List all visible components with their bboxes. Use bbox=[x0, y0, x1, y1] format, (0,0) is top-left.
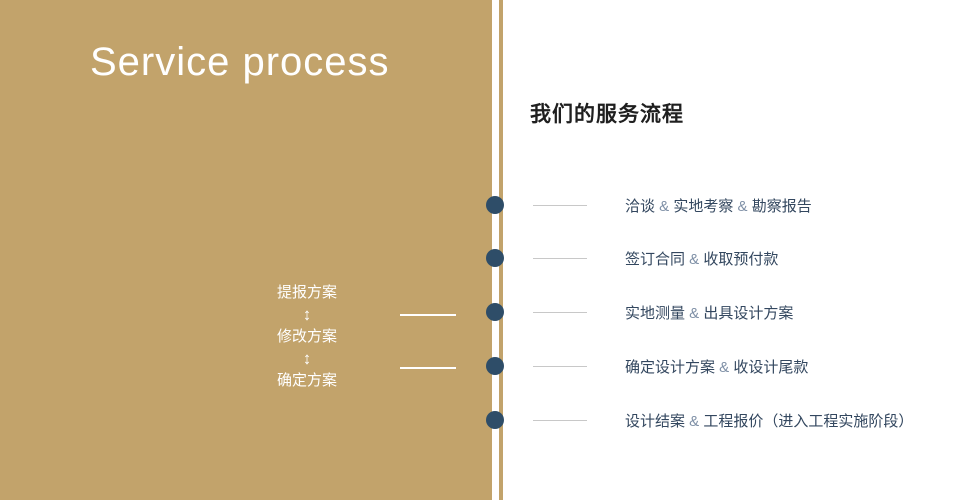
flow-step-1: 提报方案 bbox=[276, 284, 337, 301]
amp-separator: & bbox=[733, 197, 752, 215]
flow-step-2: 修改方案 bbox=[276, 328, 337, 345]
step-connector-line bbox=[533, 257, 587, 259]
arrow-updown-icon: ↕ bbox=[302, 305, 312, 324]
section-title: 我们的服务流程 bbox=[530, 103, 684, 126]
connector-line-bottom bbox=[400, 367, 456, 369]
flow-step-3: 确定方案 bbox=[276, 372, 337, 389]
step-connector-line bbox=[533, 419, 587, 421]
left-panel bbox=[0, 0, 492, 500]
connector-line-top bbox=[400, 314, 456, 316]
step-connector-line bbox=[533, 365, 587, 367]
step-label: 签订合同 & 收取预付款 bbox=[625, 250, 779, 268]
timeline-step: 签订合同 & 收取预付款 bbox=[533, 248, 778, 268]
timeline-dot bbox=[486, 357, 504, 375]
amp-separator: & bbox=[715, 358, 734, 376]
step-label: 确定设计方案 & 收设计尾款 bbox=[625, 358, 809, 376]
timeline-step: 确定设计方案 & 收设计尾款 bbox=[533, 356, 808, 376]
step-label: 实地测量 & 出具设计方案 bbox=[625, 304, 794, 322]
timeline-step: 实地测量 & 出具设计方案 bbox=[533, 302, 793, 322]
timeline-dot bbox=[486, 411, 504, 429]
timeline-dot bbox=[486, 196, 504, 214]
timeline-step: 洽谈 & 实地考察 & 勘察报告 bbox=[533, 195, 812, 215]
amp-separator: & bbox=[685, 250, 704, 268]
step-connector-line bbox=[533, 204, 587, 206]
timeline-dot bbox=[486, 249, 504, 267]
arrow-updown-icon: ↕ bbox=[302, 349, 312, 368]
amp-separator: & bbox=[655, 197, 674, 215]
timeline-step: 设计结案 & 工程报价（进入工程实施阶段） bbox=[533, 410, 913, 430]
step-connector-line bbox=[533, 311, 587, 313]
divider-stripe bbox=[499, 0, 503, 500]
timeline-dot bbox=[486, 303, 504, 321]
plan-flow: 提报方案 ↕ 修改方案 ↕ 确定方案 bbox=[240, 284, 374, 390]
step-label: 洽谈 & 实地考察 & 勘察报告 bbox=[625, 197, 812, 215]
step-label: 设计结案 & 工程报价（进入工程实施阶段） bbox=[625, 412, 914, 430]
page-title: Service process bbox=[90, 40, 390, 84]
amp-separator: & bbox=[685, 412, 704, 430]
amp-separator: & bbox=[685, 304, 704, 322]
